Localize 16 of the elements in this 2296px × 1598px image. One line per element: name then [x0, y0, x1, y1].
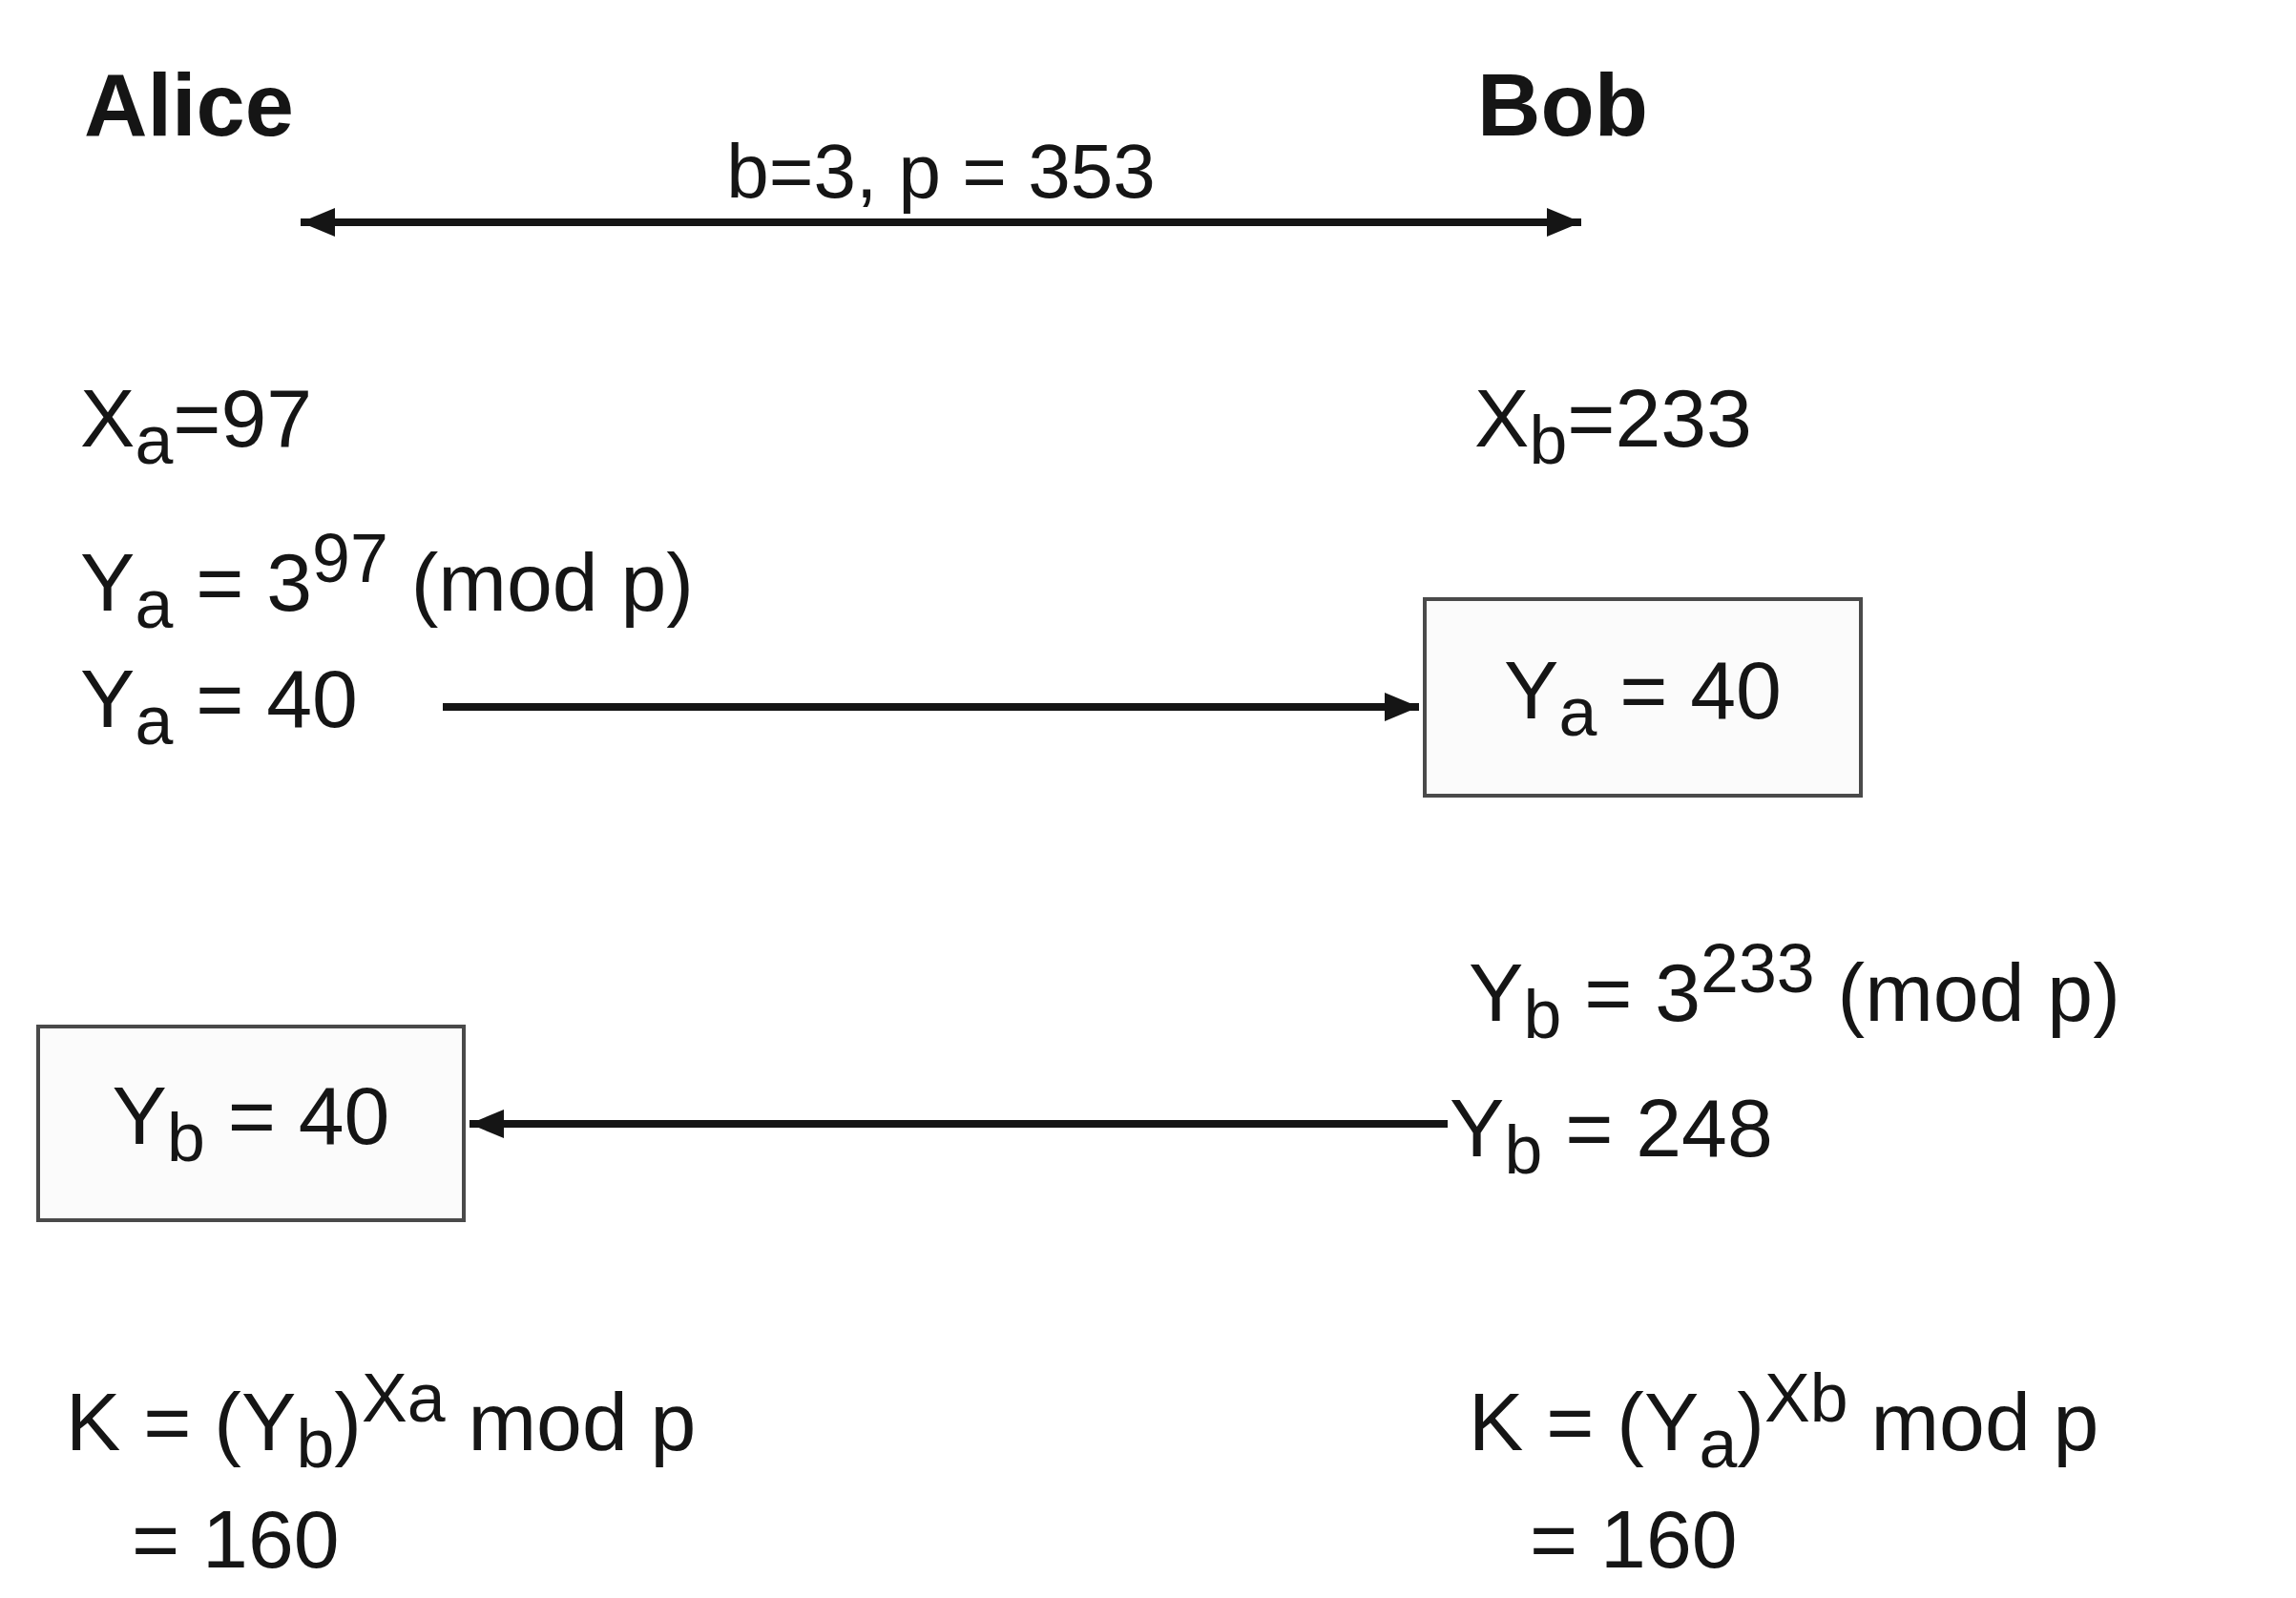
equation: K = (Y$_{a}$)$^{Xb}$ mod p [1469, 1364, 2099, 1479]
value-box [36, 1025, 466, 1222]
equation: Y$_{a}$ = 40 [1504, 648, 1782, 747]
equation: = 160 [132, 1498, 340, 1580]
party-name: Bob [1477, 61, 1648, 149]
equation: X$_{a}$=97 [80, 377, 313, 475]
party-name: Alice [84, 61, 294, 149]
equation: Y$_{b}$ = 3$^{233}$ (mod p) [1469, 935, 2120, 1049]
equation: Y$_{b}$ = 40 [112, 1074, 390, 1173]
equation: Y$_{a}$ = 40 [80, 656, 358, 756]
equation: Y$_{a}$ = 3$^{97}$ (mod p) [80, 525, 694, 639]
equation: X$_{b}$=233 [1474, 377, 1752, 475]
equation: = 160 [1530, 1498, 1738, 1580]
value-box [1423, 597, 1863, 798]
equation: Y$_{b}$ = 248 [1450, 1086, 1773, 1185]
equation: K = (Y$_{b}$)$^{Xa}$ mod p [66, 1364, 697, 1479]
